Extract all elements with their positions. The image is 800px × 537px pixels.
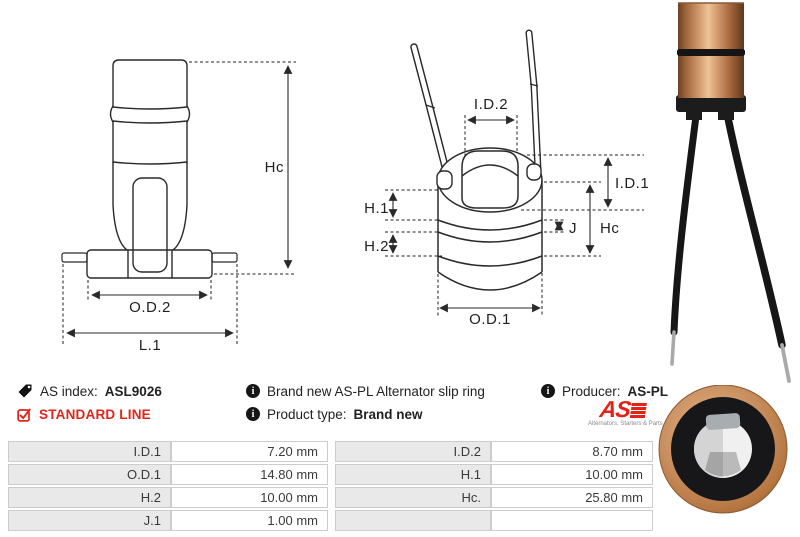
slip-ring-perspective-outline: [436, 147, 543, 291]
dim-label-id2: I.D.2: [474, 96, 508, 113]
as-index-field: AS index: ASL9026: [17, 383, 162, 399]
table-row: Hc. 25.80 mm: [335, 487, 653, 508]
perspective-dimension-lines: [388, 115, 613, 313]
photo-copper-cylinder: [676, 2, 746, 120]
dim-label-j: J: [569, 220, 577, 237]
as-index-label: AS index:: [40, 383, 98, 399]
spec-value: 1.00 mm: [171, 510, 328, 531]
as-pl-logo-stripes: [629, 403, 647, 418]
dim-label-od2: O.D.2: [129, 299, 171, 316]
table-row: [335, 510, 653, 531]
side-view-dimension-lines: [66, 65, 293, 338]
spec-value: 10.00 mm: [491, 464, 653, 485]
as-index-value: ASL9026: [104, 383, 162, 399]
spec-table-right: I.D.2 8.70 mm H.1 10.00 mm Hc. 25.80 mm: [335, 439, 653, 533]
product-photo-top: [658, 385, 788, 514]
standard-line-field: STANDARD LINE: [17, 407, 151, 422]
spec-value: 25.80 mm: [491, 487, 653, 508]
spec-tables: I.D.1 7.20 mm O.D.1 14.80 mm H.2 10.00 m…: [8, 439, 653, 533]
producer-value: AS-PL: [627, 383, 669, 399]
standard-line-label: STANDARD LINE: [39, 406, 151, 422]
spec-value: 7.20 mm: [171, 441, 328, 462]
photo-ring-top-view: [658, 385, 788, 514]
spec-value: [491, 510, 653, 531]
as-pl-logo-text: AS: [598, 396, 632, 422]
product-description: Brand new AS-PL Alternator slip ring: [267, 383, 485, 399]
perspective-drawing: I.D.2 I.D.1 H.1 H.2 J Hc O.D.1: [364, 29, 649, 328]
dim-label-hc-perspective: Hc: [600, 220, 619, 237]
dim-label-h1: H.1: [364, 200, 389, 217]
as-pl-logo-tagline: Alternators, Starters & Parts: [588, 421, 663, 427]
tag-icon: [18, 384, 32, 398]
dim-label-l1: L.1: [139, 337, 161, 354]
dim-label-id1: I.D.1: [615, 175, 649, 192]
product-type-label: Product type:: [267, 406, 347, 422]
spec-label: H.2: [8, 487, 171, 508]
spec-table-left: I.D.1 7.20 mm O.D.1 14.80 mm H.2 10.00 m…: [8, 439, 328, 533]
info-row-2: STANDARD LINE i Product type: Brand new: [0, 404, 800, 424]
description-field: i Brand new AS-PL Alternator slip ring: [246, 384, 485, 399]
info-icon: i: [246, 384, 260, 398]
spec-label: I.D.1: [8, 441, 171, 462]
as-pl-logo-mark: AS: [587, 396, 660, 422]
producer-label: Producer:: [562, 383, 621, 399]
table-row: I.D.2 8.70 mm: [335, 441, 653, 462]
slip-ring-wires-drawing: [410, 29, 542, 182]
spec-value: 10.00 mm: [171, 487, 328, 508]
table-row: J.1 1.00 mm: [8, 510, 328, 531]
table-row: I.D.1 7.20 mm: [8, 441, 328, 462]
dim-label-hc-side: Hc: [265, 159, 284, 176]
table-row: O.D.1 14.80 mm: [8, 464, 328, 485]
spec-value: 8.70 mm: [491, 441, 653, 462]
slip-ring-side-outline: [61, 59, 238, 279]
spec-label: [335, 510, 491, 531]
info-icon: i: [541, 384, 555, 398]
spec-value: 14.80 mm: [171, 464, 328, 485]
dim-label-h2: H.2: [364, 238, 389, 255]
spec-label: O.D.1: [8, 464, 171, 485]
spec-label: I.D.2: [335, 441, 491, 462]
spec-label: H.1: [335, 464, 491, 485]
spec-label: J.1: [8, 510, 171, 531]
dim-label-od1: O.D.1: [469, 311, 511, 328]
as-pl-logo: AS Alternators, Starters & Parts: [587, 396, 663, 427]
info-icon: i: [246, 407, 260, 421]
product-type-field: i Product type: Brand new: [246, 407, 423, 422]
producer-field: i Producer: AS-PL: [541, 384, 668, 399]
perspective-extension-lines: [385, 115, 644, 316]
product-photo-side: [670, 2, 791, 383]
checkbox-checked-icon: [17, 408, 31, 422]
spec-label: Hc.: [335, 487, 491, 508]
side-view-extension-lines: [62, 61, 296, 345]
side-view-drawing: Hc O.D.2 L.1: [61, 59, 296, 354]
table-row: H.1 10.00 mm: [335, 464, 653, 485]
table-row: H.2 10.00 mm: [8, 487, 328, 508]
info-row-1: AS index: ASL9026 i Brand new AS-PL Alte…: [0, 381, 800, 401]
photo-wires: [670, 104, 791, 383]
product-type-value: Brand new: [353, 406, 423, 422]
